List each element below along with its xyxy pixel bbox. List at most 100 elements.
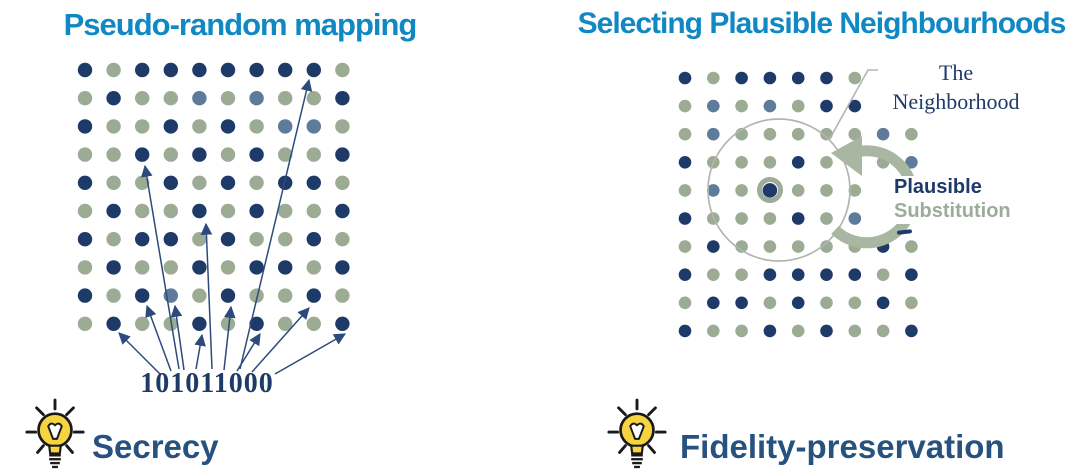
- grid-dot: [77, 260, 93, 275]
- grid-dot: [106, 316, 121, 331]
- grid-dot: [220, 147, 236, 162]
- grid-dot: [135, 260, 150, 275]
- lightbulb-neck: [47, 444, 63, 455]
- grid-dot: [278, 288, 293, 303]
- dot-grids: [77, 62, 918, 338]
- grid-dot: [306, 119, 321, 134]
- bit-mapping-arrow: [170, 304, 185, 371]
- grid-dot: [763, 268, 777, 282]
- grid-dot: [876, 296, 890, 310]
- grid-dot: [820, 99, 833, 113]
- grid-dot: [335, 288, 350, 303]
- grid-dot: [735, 156, 748, 169]
- bit-mapping-arrow: [251, 307, 310, 373]
- grid-dot: [77, 175, 93, 190]
- grid-dot: [306, 288, 321, 303]
- grid-dot: [678, 240, 692, 253]
- grid-dot: [163, 232, 178, 247]
- grid-dot: [678, 268, 692, 282]
- grid-dot: [77, 232, 93, 247]
- grid-dot: [791, 212, 805, 225]
- grid-dot: [249, 260, 264, 275]
- grid-dot: [77, 119, 93, 134]
- grid-dot: [135, 62, 150, 78]
- grid-dot: [106, 91, 121, 106]
- grid-dot: [791, 296, 805, 310]
- grid-dot: [306, 232, 321, 247]
- grid-dot: [763, 240, 777, 253]
- grid-dot: [678, 324, 692, 338]
- grid-dot: [278, 316, 293, 331]
- grid-dot: [763, 212, 777, 225]
- grid-dot: [678, 127, 692, 141]
- grid-dot: [306, 316, 321, 331]
- grid-dot: [791, 324, 805, 338]
- grid-dot: [192, 119, 207, 134]
- grid-dot: [678, 212, 692, 225]
- grid-dot: [106, 232, 121, 247]
- grid-dot: [135, 91, 150, 106]
- grid-dot: [192, 147, 207, 162]
- center-cover-dot: [762, 183, 778, 198]
- lightbulb-screw-base: [631, 454, 643, 469]
- grid-dot: [220, 62, 236, 78]
- neighborhood-circle: [707, 118, 851, 262]
- grid-dot: [848, 212, 862, 225]
- grid-dot: [791, 156, 805, 169]
- grid-dot: [735, 184, 748, 197]
- grid-dot: [306, 91, 321, 106]
- grid-dot: [163, 147, 178, 162]
- grid-dot: [135, 175, 150, 190]
- grid-dot: [306, 175, 321, 190]
- grid-dot: [791, 127, 805, 141]
- grid-dot: [848, 71, 862, 85]
- grid-dot: [820, 212, 833, 225]
- grid-dot: [791, 99, 805, 113]
- grid-dot: [135, 119, 150, 134]
- grid-dot: [678, 156, 692, 169]
- grid-dot: [335, 232, 350, 247]
- grid-dot: [678, 296, 692, 310]
- lightbulb-rays: [25, 398, 85, 454]
- grid-dot: [77, 203, 93, 219]
- grid-dot: [220, 203, 236, 219]
- grid-dot: [335, 147, 350, 162]
- secret-bits-label: 101011000: [140, 368, 274, 399]
- grid-dot: [905, 268, 918, 282]
- grid-dot: [249, 147, 264, 162]
- grid-dot: [678, 71, 692, 85]
- grid-dot: [249, 203, 264, 219]
- left-panel-title: Pseudo-random mapping: [63, 7, 418, 42]
- bit-mapping-arrow: [239, 78, 313, 370]
- grid-dot: [707, 127, 720, 141]
- bit-mapping-arrow: [274, 333, 347, 375]
- grid-dot: [249, 316, 264, 331]
- lightbulb-neck: [629, 444, 645, 455]
- lightbulb-filament: [47, 422, 63, 440]
- lightbulb-icon: [607, 398, 667, 469]
- grid-dot: [135, 203, 150, 219]
- grid-dot: [220, 316, 236, 331]
- grid-dot: [763, 296, 777, 310]
- grid-dot: [192, 175, 207, 190]
- grid-dot: [192, 260, 207, 275]
- grid-dot: [905, 240, 918, 253]
- grid-dot: [820, 71, 833, 85]
- grid-dot: [106, 147, 121, 162]
- grid-dot: [249, 91, 264, 106]
- grid-dot: [106, 119, 121, 134]
- grid-dot: [220, 119, 236, 134]
- grid-dot: [335, 203, 350, 219]
- grid-dot: [77, 147, 93, 162]
- grid-dot: [135, 147, 150, 162]
- grid-dot: [820, 240, 833, 253]
- grid-dot: [106, 203, 121, 219]
- lightbulb-screw-base: [49, 454, 61, 469]
- center-dot-ring: [757, 177, 783, 203]
- grid-dot: [278, 119, 293, 134]
- grid-dot: [163, 260, 178, 275]
- grid-dot: [820, 324, 833, 338]
- grid-dot: [192, 203, 207, 219]
- grid-dot: [763, 324, 777, 338]
